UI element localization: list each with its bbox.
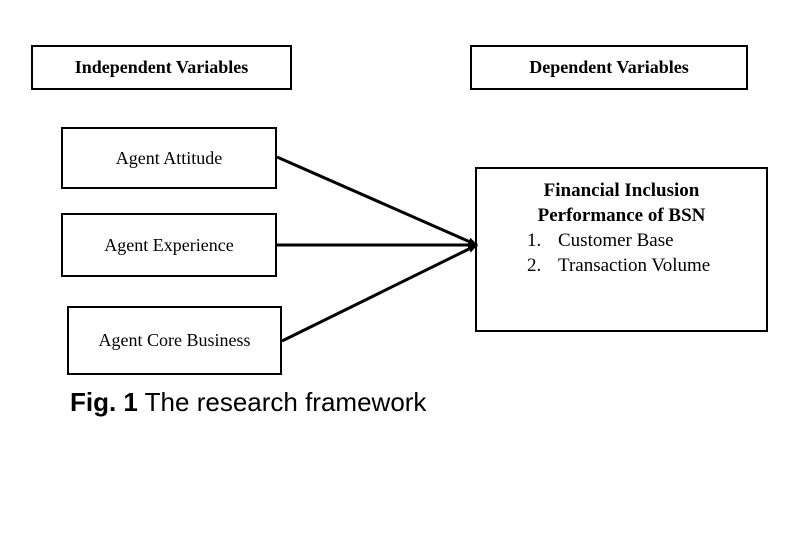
list-item: 2. Transaction Volume [477, 253, 766, 278]
figure-caption: Fig. 1 The research framework [70, 387, 426, 418]
dependent-variable-list: 1. Customer Base 2. Transaction Volume [477, 228, 766, 278]
dependent-title-line1: Financial Inclusion [543, 180, 700, 201]
figure-caption-text: The research framework [144, 387, 427, 417]
dependent-variables-header-label: Dependent Variables [529, 57, 689, 77]
list-item: 1. Customer Base [477, 228, 766, 253]
agent-experience-box: Agent Experience [61, 213, 277, 277]
agent-attitude-box: Agent Attitude [61, 127, 277, 189]
list-item-number: 2. [527, 255, 542, 276]
independent-variables-header-label: Independent Variables [74, 57, 249, 77]
arrow-core-business-to-performance [281, 243, 478, 343]
dependent-variable-title: Financial Inclusion Performance of BSN [477, 178, 766, 228]
list-item-number: 1. [527, 230, 542, 251]
agent-attitude-label: Agent Attitude [115, 147, 223, 168]
agent-core-business-box: Agent Core Business [67, 306, 282, 375]
arrow-attitude-to-performance [276, 155, 478, 247]
agent-experience-label: Agent Experience [104, 234, 234, 255]
list-item-text: Transaction Volume [558, 255, 711, 276]
dependent-variable-box: Financial Inclusion Performance of BSN 1… [475, 167, 768, 332]
agent-core-business-label: Agent Core Business [98, 330, 251, 350]
independent-variables-header: Independent Variables [31, 45, 292, 90]
dependent-variables-header: Dependent Variables [470, 45, 748, 90]
list-item-text: Customer Base [558, 230, 674, 251]
dependent-title-line2: Performance of BSN [537, 205, 706, 226]
figure-caption-label: Fig. 1 [70, 387, 138, 417]
